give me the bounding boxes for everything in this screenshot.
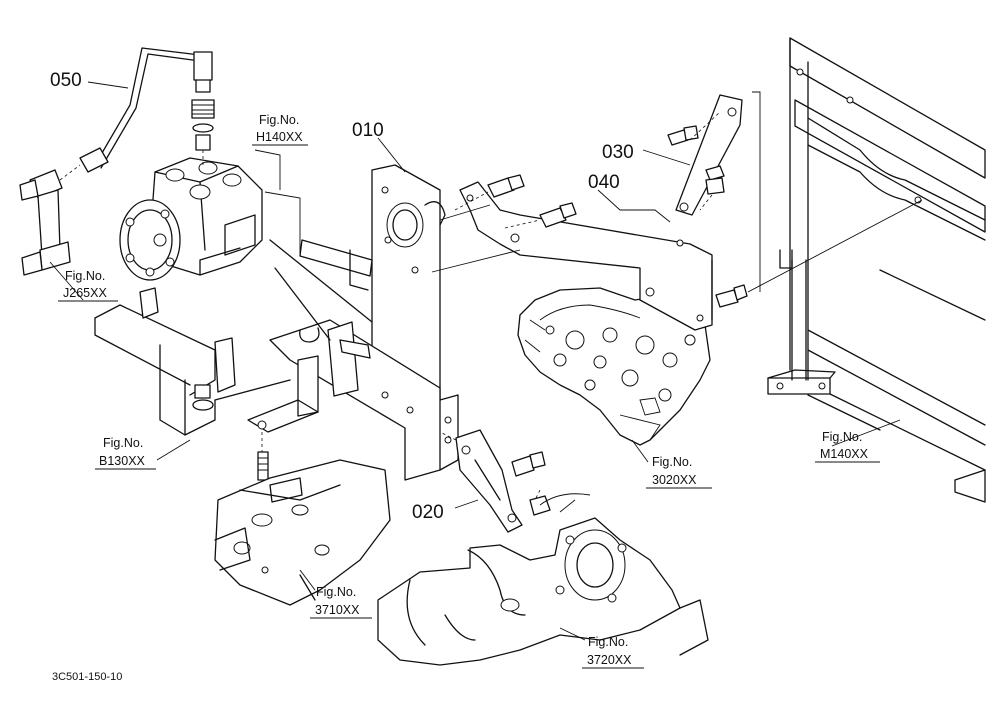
pipe-050-drawing [79,47,215,173]
part-number-020: 020 [412,502,444,523]
fig-ref-b130: Fig.No. B130XX [95,436,156,470]
fig-ref-3020-label: Fig.No. [652,455,692,469]
part-number-050: 050 [50,70,82,91]
fig-ref-3020: Fig.No. 3020XX [646,455,712,489]
leader-lines [49,81,901,641]
fig-ref-3720-label: Fig.No. [588,635,628,649]
frame-m140-drawing [747,37,986,503]
fig-ref-3710-code: 3710XX [315,603,360,617]
fig-ref-h140-label: Fig.No. [259,113,299,127]
part-number-030: 030 [602,142,634,163]
fig-ref-m140-code: M140XX [820,447,869,461]
bracket-b130-drawing [94,287,291,436]
bracket-030-drawing [667,94,743,216]
fig-ref-j265: Fig.No. J265XX [58,269,118,302]
part-number-010: 010 [352,120,384,141]
fig-ref-h140: Fig.No. H140XX [252,113,308,146]
fig-ref-b130-code: B130XX [99,454,146,468]
diagram-code: 3C501-150-10 [52,671,122,683]
fig-ref-3710-label: Fig.No. [316,585,356,599]
fig-ref-m140: Fig.No. M140XX [815,430,880,463]
part-number-040: 040 [588,172,620,193]
bracket-020-drawing [439,429,551,533]
fig-ref-h140-code: H140XX [256,130,303,144]
fig-ref-3720: Fig.No. 3720XX [582,635,644,669]
fig-ref-3710: Fig.No. 3710XX [310,585,372,619]
figure-references: Fig.No. H140XX Fig.No. J265XX Fig.No. B1… [58,113,880,669]
fig-ref-j265-label: Fig.No. [65,269,105,283]
bracket-040-drawing [431,174,748,331]
steering-valve-drawing [119,157,263,281]
hydraulic-block-3710-drawing [214,459,391,606]
fig-ref-m140-label: Fig.No. [822,430,862,444]
fitting-j265-drawing [19,164,81,276]
part-labels: 050 010 030 040 020 [50,70,634,523]
fig-ref-j265-code: J265XX [63,286,107,300]
bracket-010-drawing [247,164,459,481]
fig-ref-3020-code: 3020XX [652,473,697,487]
fig-ref-3720-code: 3720XX [587,653,632,667]
fig-ref-b130-label: Fig.No. [103,436,143,450]
manifold-3720-drawing [377,493,709,666]
cylinder-head-drawing [517,287,711,446]
